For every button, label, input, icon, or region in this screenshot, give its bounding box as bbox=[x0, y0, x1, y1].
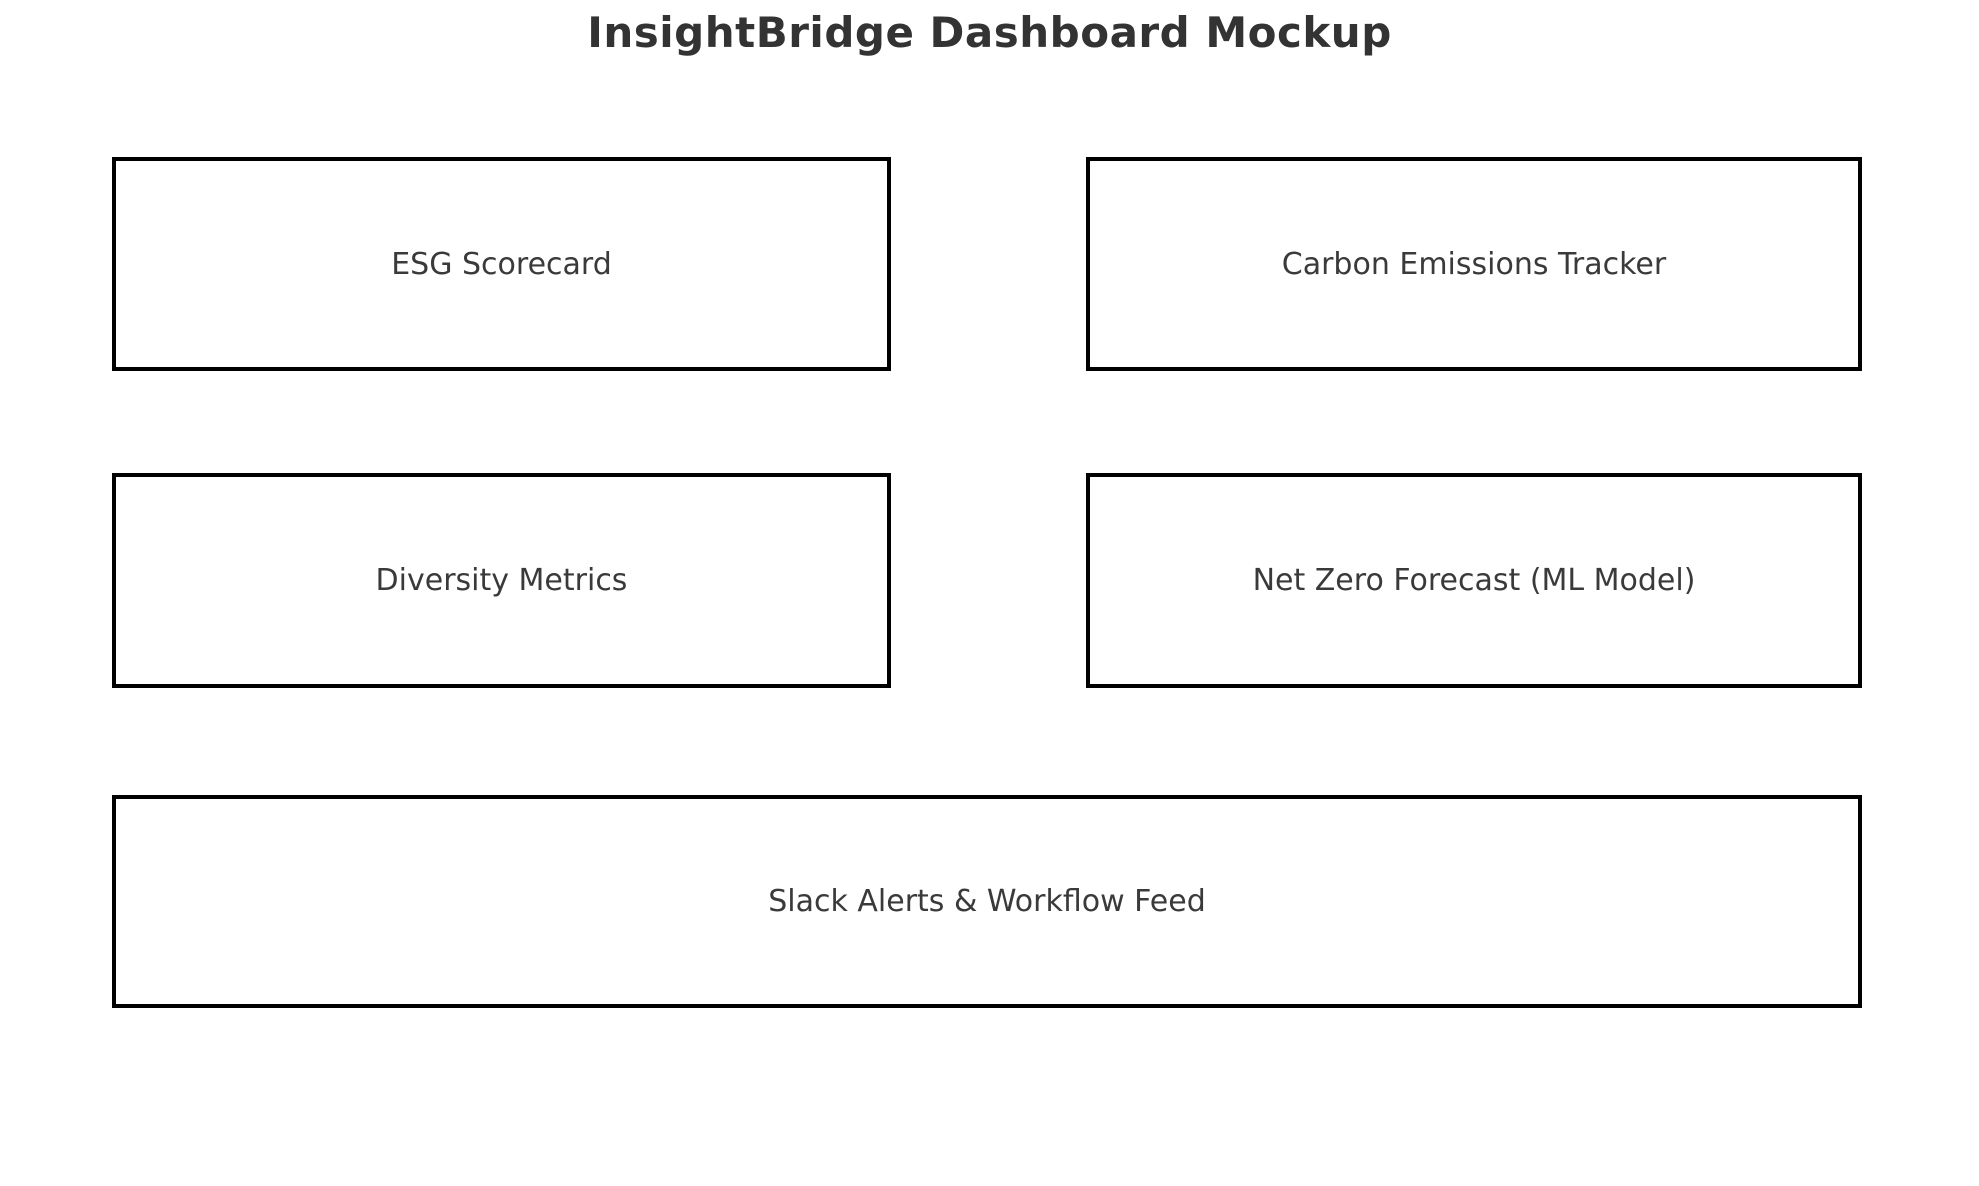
panel-esg-scorecard-label: ESG Scorecard bbox=[391, 246, 612, 282]
panel-slack-alerts-workflow-feed-label: Slack Alerts & Workflow Feed bbox=[768, 884, 1206, 919]
panel-net-zero-forecast-label: Net Zero Forecast (ML Model) bbox=[1252, 563, 1696, 598]
panel-slack-alerts-workflow-feed: Slack Alerts & Workflow Feed bbox=[112, 795, 1862, 1008]
panel-net-zero-forecast: Net Zero Forecast (ML Model) bbox=[1086, 473, 1862, 688]
panel-carbon-emissions-tracker: Carbon Emissions Tracker bbox=[1086, 157, 1862, 371]
panel-esg-scorecard: ESG Scorecard bbox=[112, 157, 891, 371]
page-title: InsightBridge Dashboard Mockup bbox=[587, 8, 1392, 57]
panel-carbon-emissions-tracker-label: Carbon Emissions Tracker bbox=[1281, 246, 1667, 282]
panel-diversity-metrics: Diversity Metrics bbox=[112, 473, 891, 688]
panel-diversity-metrics-label: Diversity Metrics bbox=[375, 563, 628, 598]
